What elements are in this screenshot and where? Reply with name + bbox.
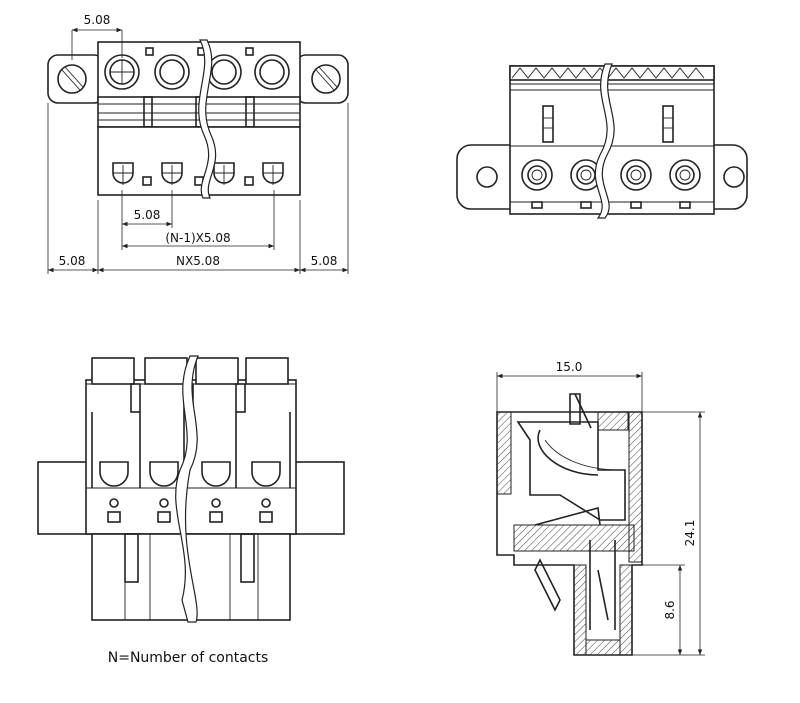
wire-entry-2 [154,54,190,90]
dim-width: 15.0 [556,360,583,374]
note-number-of-contacts: N=Number of contacts [108,650,269,666]
right-screw-icon [311,64,341,94]
rear-view: N=Number of contacts [37,355,345,666]
wire-entry-1 [104,54,140,90]
right-mount-hole [723,166,745,188]
rear-contacts [99,461,281,523]
header-body [97,41,301,101]
section-view: 15.0 24.1 8.6 [496,360,705,656]
lower-body [97,126,301,196]
dim-pitch-bottom: 5.08 [134,208,161,222]
dim-total: NX5.08 [176,254,220,268]
dim-lower: 8.6 [663,600,677,619]
dim-span: (N-1)X5.08 [165,231,230,245]
left-mount-hole [476,166,498,188]
front-view: 5.08 5.08 (N-1)X5.08 5.08 NX5.08 5.08 [47,13,349,274]
dim-left-flange: 5.08 [59,254,86,268]
dim-pitch-top: 5.08 [84,13,111,27]
dim-right-flange: 5.08 [311,254,338,268]
left-screw-icon [57,64,87,94]
plan-view [456,63,748,219]
contact-openings [112,162,284,186]
dim-height: 24.1 [683,520,697,547]
wire-entry-4 [254,54,290,90]
